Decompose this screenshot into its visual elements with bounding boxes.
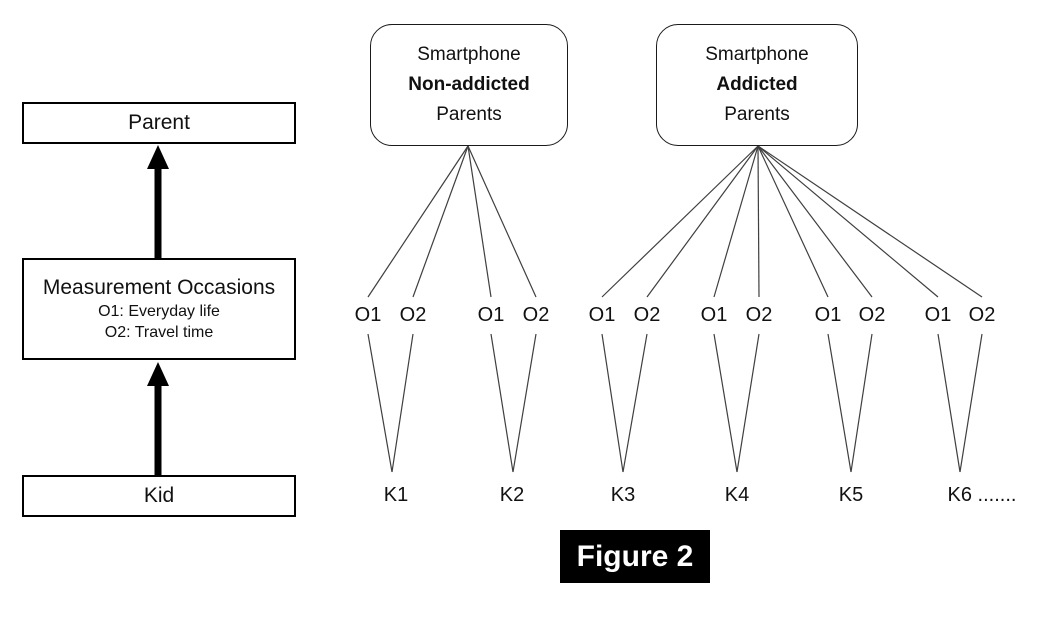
non-addicted-parents-box: Smartphone Non-addicted Parents — [370, 24, 568, 146]
occasion-label-o2: O2 — [968, 304, 996, 326]
parent-box: Parent — [22, 102, 296, 144]
up-arrow-kid-to-measurement — [147, 362, 169, 476]
measurement-occasions-box: Measurement Occasions O1: Everyday life … — [22, 258, 296, 360]
group-line-1: Smartphone — [417, 44, 521, 65]
occasion-label-o2: O2 — [399, 304, 427, 326]
kid-label: K3 — [610, 484, 636, 506]
occasion-label-o1: O1 — [700, 304, 728, 326]
fan-lines — [367, 145, 983, 298]
measurement-occasions-title: Measurement Occasions — [42, 276, 276, 299]
group-line-2: Non-addicted — [408, 74, 530, 95]
occasion-label-o1: O1 — [354, 304, 382, 326]
group-line-3: Parents — [724, 104, 790, 125]
parent-box-label: Parent — [128, 111, 190, 134]
kid-box-label: Kid — [143, 484, 175, 507]
group-line-3: Parents — [436, 104, 502, 125]
occasion-label-o1: O1 — [924, 304, 952, 326]
figure-caption-text: Figure 2 — [576, 539, 694, 573]
occasion-label-o1: O1 — [814, 304, 842, 326]
group-line-2: Addicted — [716, 74, 798, 95]
occasion-1-definition: O1: Everyday life — [98, 303, 220, 320]
occasion-label-o2: O2 — [858, 304, 886, 326]
addicted-parents-box: Smartphone Addicted Parents — [656, 24, 858, 146]
kid-converge-lines — [367, 333, 983, 473]
up-arrow-measurement-to-parent — [147, 145, 169, 258]
occasion-2-definition: O2: Travel time — [104, 324, 214, 341]
kid-label: K2 — [499, 484, 525, 506]
occasion-label-o1: O1 — [477, 304, 505, 326]
occasion-label-o2: O2 — [633, 304, 661, 326]
kid-label: K4 — [724, 484, 750, 506]
figure-caption: Figure 2 — [560, 530, 710, 583]
kid-box: Kid — [22, 475, 296, 517]
occasion-label-o2: O2 — [745, 304, 773, 326]
kid-label: K5 — [838, 484, 864, 506]
occasion-label-o2: O2 — [522, 304, 550, 326]
kid-label: K1 — [383, 484, 409, 506]
occasion-label-o1: O1 — [588, 304, 616, 326]
group-line-1: Smartphone — [705, 44, 809, 65]
kid-label: K6 ....... — [947, 484, 1017, 506]
